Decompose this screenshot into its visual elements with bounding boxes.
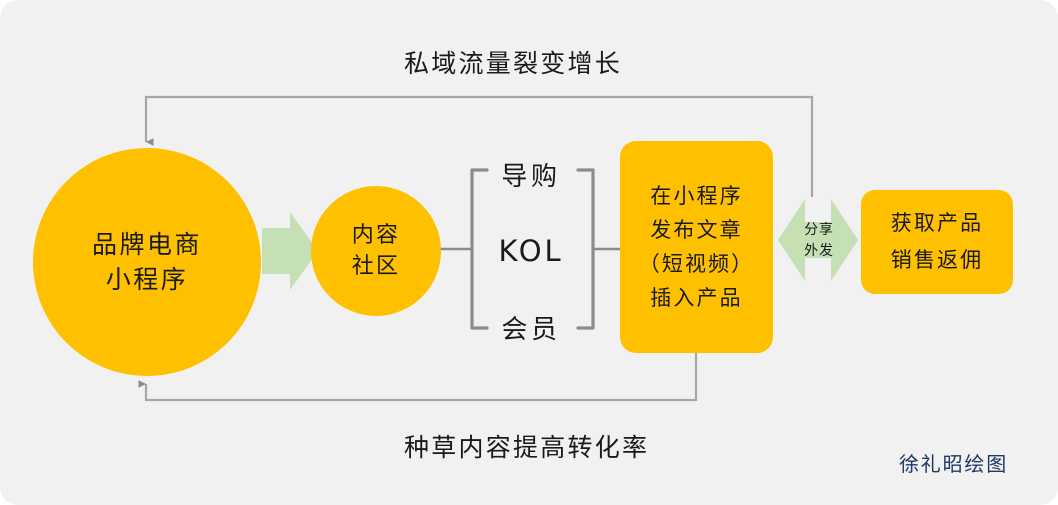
caption-bottom-loop: 种草内容提高转化率 [404,433,650,462]
right-arrow-icon [262,212,318,290]
double-arrow-icon [778,199,858,281]
node-brand-ecommerce-circle[interactable] [33,148,261,376]
node-publish-article-box[interactable] [620,141,773,353]
author-signature: 徐礼昭绘图 [899,452,1008,476]
node-commission-box[interactable] [861,190,1013,294]
caption-top-loop: 私域流量裂变增长 [404,49,623,78]
feedback-top-connector [144,95,814,197]
node-content-community-circle[interactable] [311,186,441,316]
bracket-left [470,168,489,330]
feedback-bottom-connector [138,353,698,402]
bracket-right [576,168,595,330]
